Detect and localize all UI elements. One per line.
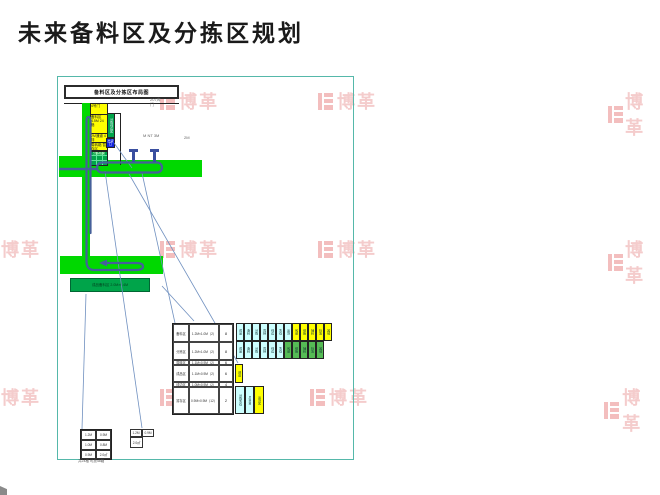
table-cell: 6 (219, 360, 233, 365)
grid-cell: 分拣 (252, 341, 260, 359)
table-cell: 1.1M×0.9M（2） (189, 360, 219, 365)
wall-line (120, 113, 121, 165)
table-cell: 1.2M×1.0M（2） (189, 342, 219, 360)
table-cell: 1.2M (81, 430, 96, 440)
bottom-table-a: 1.2M 0.9M 1.0M 0.8M 0.9M 2.0㎡ (80, 429, 112, 460)
area-label-box: 成品备料区 2.0M×9.4M (70, 278, 150, 292)
wall-tick (114, 113, 120, 114)
door-label: 207库 门 (150, 97, 161, 107)
table-cell: 1.2M (130, 429, 142, 437)
corridor-bottom-horizontal (60, 256, 163, 274)
zone-grid-row2: 成品 备料 分拣 周转 线边 暂存 包装 纸箱 辅料 标签 其他 (236, 341, 324, 359)
grid-cell: 标签 (308, 341, 316, 359)
grid-cell: 成品 (236, 341, 244, 359)
grid-cell: 周转 (260, 341, 268, 359)
table-cell: 线边区 (173, 382, 189, 387)
grid-cell: 其他 (324, 323, 332, 341)
small-table-cell: 周转箱 (245, 386, 254, 414)
header-underline (64, 103, 179, 104)
small-table-cell: 分拣暂存 (235, 386, 245, 414)
table-cell: 8 (219, 324, 233, 342)
corridor-vertical (82, 103, 90, 273)
table-cell: 0.9M×0.9M（12） (189, 387, 219, 414)
table-cell: 0.9M (142, 429, 154, 437)
table-cell: 分拣区 (173, 342, 189, 360)
rack-mini-grid: 分拣格架 (90, 151, 108, 166)
grid-cell: 标签 (316, 323, 324, 341)
watermark: 博革 (604, 384, 660, 436)
boge-logo-icon (604, 401, 619, 419)
grid-cell: 包装 (292, 323, 300, 341)
page-title: 未来备料区及分拣区规划 (18, 21, 304, 46)
table-cell: 2 (219, 387, 233, 414)
table-cell: 2.0㎡ (130, 437, 143, 448)
table-cell: 1.2M×1.0M（2） (189, 324, 219, 342)
table-cell: 1.0M (81, 440, 96, 450)
grid-cell: 备料 (244, 323, 252, 341)
grid-cell: 出货 (284, 323, 292, 341)
grid-cell: 其他 (316, 341, 324, 359)
table-cell: 6 (219, 365, 233, 382)
table-cell: 8 (219, 342, 233, 360)
table-cell: 4 (219, 382, 233, 387)
zone-grid-row1: 成品 备料 分拣 周转 线边 暂存 出货 包装 纸箱 辅料 标签 其他 (236, 323, 332, 341)
grid-cell: 线边 (268, 341, 276, 359)
table-cell: 暂存区 (173, 387, 189, 414)
boge-logo-icon (608, 253, 623, 271)
table-cell: 周转区 (173, 360, 189, 365)
grid-cell: 包装 (284, 341, 292, 359)
detail-table: 备料区 1.2M×1.0M（2） 8 分拣区 1.2M×1.0M（2） 8 周转… (172, 323, 234, 415)
grid-cell: 备料 (244, 341, 252, 359)
table-cell: 0.9M (96, 430, 111, 440)
zone-box-blue: 出货口 (106, 138, 115, 148)
grid-cell: 暂存 (276, 341, 284, 359)
corridor-left-block (59, 156, 82, 177)
grid-cell: 纸箱 (292, 341, 300, 359)
table-cell: 0.8M (96, 440, 111, 450)
table-cell: 1.1M×0.9M（2） (189, 365, 219, 382)
bottom-table-b: 1.2M 0.9M 2.0㎡ (130, 429, 154, 449)
diagram-header-label: 备料区及分拣区布局图 (93, 89, 149, 96)
small-zone-table: 分拣暂存 周转箱 出货区 (235, 386, 264, 414)
layout-diagram: 备料区及分拣区布局图 4号门 备料区 4.5M 24格 2M通道 4排 周转箱 … (57, 76, 354, 463)
single-zone-cell: 通道 (235, 364, 243, 383)
grid-cell: 周转 (260, 323, 268, 341)
grid-cell: 成品 (236, 323, 244, 341)
watermark: 博革 (1, 388, 41, 408)
grid-cell: 分拣 (252, 323, 260, 341)
grid-cell: 线边 (268, 323, 276, 341)
table-cell: 1.0M×0.9M（2） (189, 382, 219, 387)
diagram-header-box: 备料区及分拣区布局图 (64, 85, 179, 99)
grid-cell: 辅料 (300, 341, 308, 359)
table-a-caption: 共24格 可放48箱 (78, 459, 105, 463)
zone-column-green: 分拣线边区 (107, 113, 115, 138)
yellow-zone-cell: 4号门 (91, 104, 107, 115)
grid-cell: 辅料 (308, 323, 316, 341)
dimension-label: 2M (184, 135, 190, 140)
yellow-zone-cell: 备料区 4.5M 24格 (91, 115, 107, 134)
watermark: 博革 (1, 240, 41, 260)
table-cell: 备料区 (173, 324, 189, 342)
grid-cell: 纸箱 (300, 323, 308, 341)
table-cell: 0.9M (81, 450, 96, 459)
table-cell: 成品区 (173, 365, 189, 382)
yellow-zone-cell: 2M通道 4排 (91, 134, 107, 143)
boge-logo-icon (608, 105, 623, 123)
watermark: 博革 (608, 236, 660, 288)
corner-mark (0, 486, 7, 495)
dimension-label: M NT 3M (143, 133, 160, 138)
table-cell: 2.0㎡ (96, 450, 111, 459)
small-table-cell: 出货区 (254, 386, 264, 414)
grid-cell: 暂存 (276, 323, 284, 341)
watermark: 博革 (608, 88, 660, 140)
